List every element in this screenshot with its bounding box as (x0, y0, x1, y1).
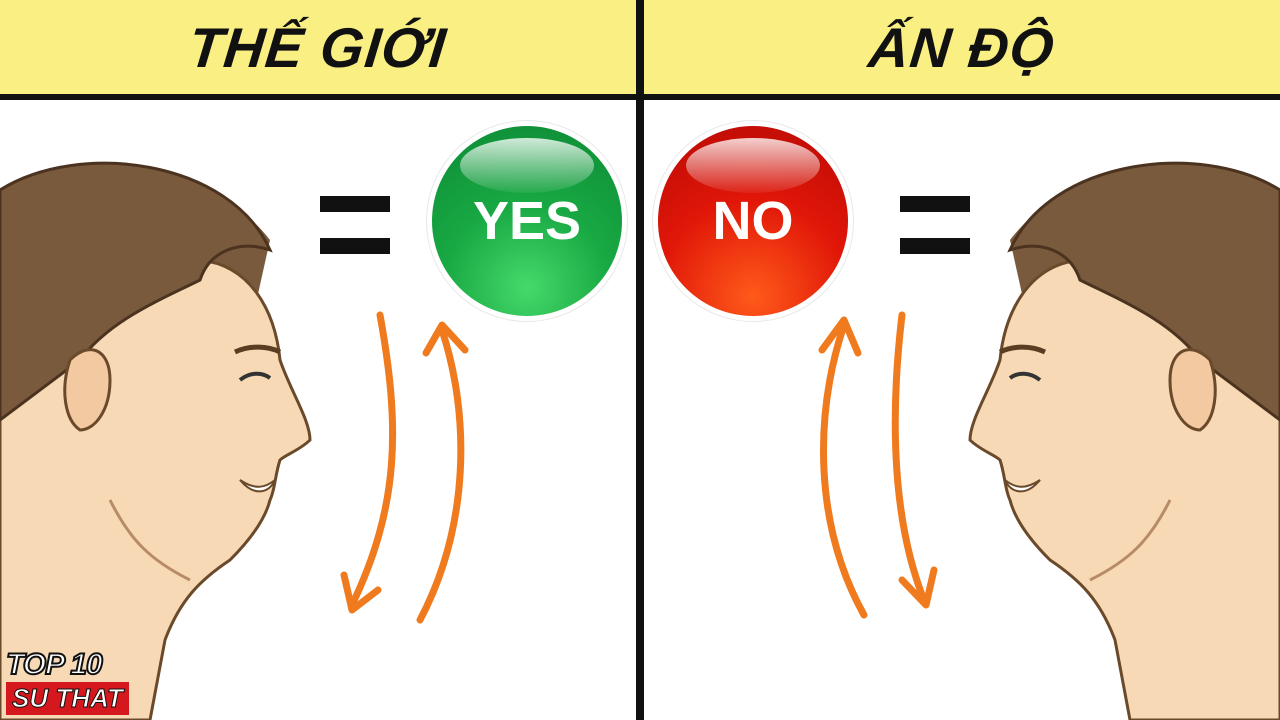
right-shake-arrows (818, 311, 938, 619)
right-panel: ẤN ĐỘ NO (644, 0, 1280, 720)
left-panel: THẾ GIỚI YES (0, 0, 636, 720)
channel-logo: TOP 10 SU THAT (5, 647, 156, 718)
left-face-illustration (0, 161, 312, 720)
logo-bottom-text: SU THAT (6, 682, 129, 715)
left-header: THẾ GIỚI (0, 0, 636, 100)
yes-label: YES (472, 191, 582, 251)
no-button[interactable]: NO (658, 126, 848, 316)
logo-top-text: TOP 10 (5, 647, 104, 682)
panel-divider (636, 0, 644, 720)
no-label: NO (712, 191, 794, 251)
right-header: ẤN ĐỘ (644, 0, 1280, 100)
left-nod-arrows (340, 311, 469, 624)
right-equals-sign (900, 196, 970, 254)
yes-button[interactable]: YES (432, 126, 622, 316)
left-equals-sign (320, 196, 390, 254)
right-face-illustration (968, 161, 1280, 720)
